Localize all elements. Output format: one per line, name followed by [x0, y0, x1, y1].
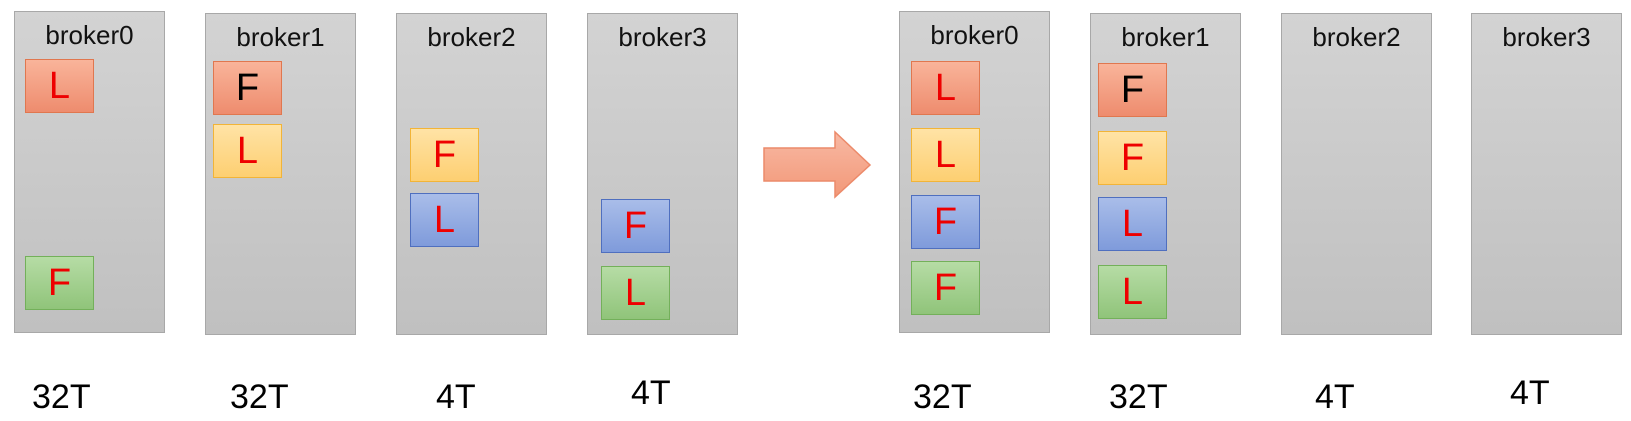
before-broker1: broker1 F L: [205, 13, 356, 335]
after-broker3: broker3: [1471, 13, 1622, 335]
replica-follower: F: [25, 256, 94, 310]
before-broker2: broker2 F L: [396, 13, 547, 335]
broker-name: broker2: [427, 22, 516, 52]
capacity-label-after-broker3: 4T: [1510, 374, 1550, 412]
capacity-label-before-broker2: 4T: [436, 378, 476, 416]
right-arrow-icon: [763, 130, 872, 199]
broker-name: broker0: [930, 20, 1019, 50]
replica-leader: L: [1098, 265, 1167, 319]
capacity-label-before-broker0: 32T: [32, 378, 91, 416]
replica-follower: F: [911, 195, 980, 249]
replica-leader: L: [911, 128, 980, 182]
broker-name: broker2: [1312, 22, 1401, 52]
replica-follower: F: [601, 199, 670, 253]
after-broker0: broker0 L L F F: [899, 11, 1050, 333]
replica-leader: L: [601, 266, 670, 320]
broker-name: broker3: [1502, 22, 1591, 52]
replica-leader: L: [213, 124, 282, 178]
broker-name: broker1: [1121, 22, 1210, 52]
capacity-label-before-broker1: 32T: [230, 378, 289, 416]
capacity-label-after-broker2: 4T: [1315, 378, 1355, 416]
before-broker0: broker0 L F: [14, 11, 165, 333]
capacity-label-after-broker1: 32T: [1109, 378, 1168, 416]
broker-name: broker1: [236, 22, 325, 52]
replica-follower: F: [1098, 131, 1167, 185]
replica-leader: L: [1098, 197, 1167, 251]
broker-name: broker0: [45, 20, 134, 50]
replica-follower: F: [410, 128, 479, 182]
after-broker1: broker1 F F L L: [1090, 13, 1241, 335]
replica-follower: F: [911, 261, 980, 315]
broker-name: broker3: [618, 22, 707, 52]
replica-leader: L: [25, 59, 94, 113]
replica-follower: F: [213, 61, 282, 115]
capacity-label-before-broker3: 4T: [631, 374, 671, 412]
replica-leader: L: [410, 193, 479, 247]
capacity-label-after-broker0: 32T: [913, 378, 972, 416]
replica-follower: F: [1098, 63, 1167, 117]
before-broker3: broker3 F L: [587, 13, 738, 335]
after-broker2: broker2: [1281, 13, 1432, 335]
replica-leader: L: [911, 61, 980, 115]
